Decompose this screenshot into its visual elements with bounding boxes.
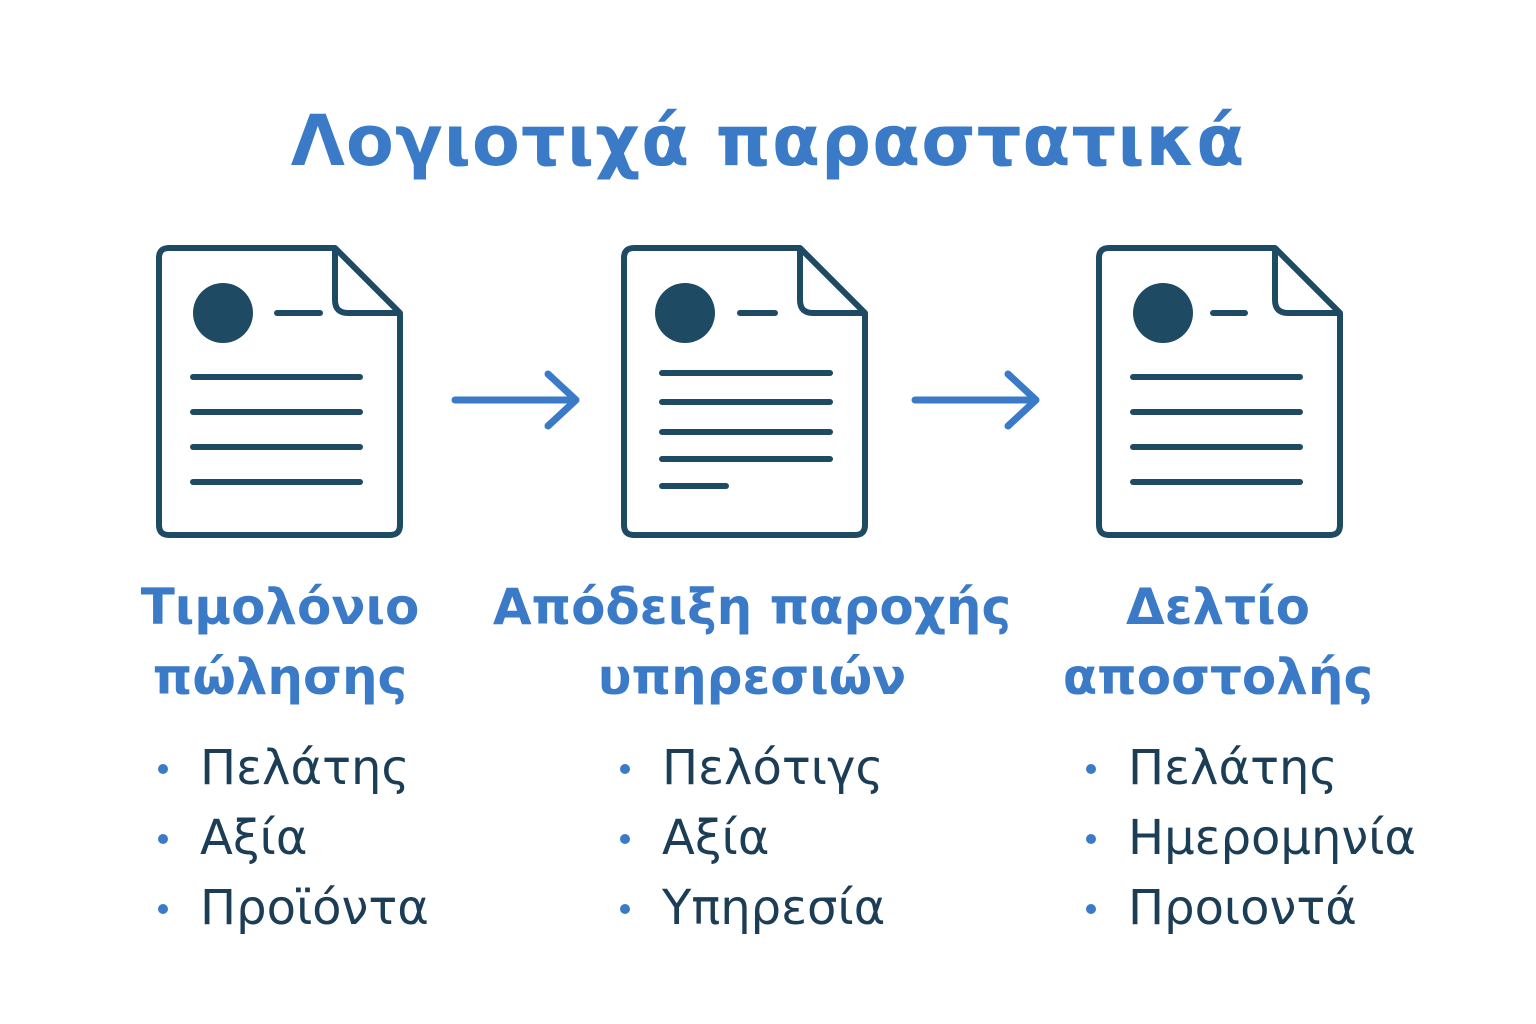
list-item: Προιοντά — [1086, 873, 1416, 943]
column-heading-receipt: Απόδειξη παροχής υπηρεσιών — [472, 572, 1032, 712]
list-item: Προϊόντα — [158, 873, 429, 943]
heading-line: πώλησης — [152, 648, 408, 706]
list-item-label: Αξία — [200, 810, 308, 866]
diagram-title: Λογιοτιχά παραστατικά — [290, 100, 1246, 182]
document-icon-delivery-note — [1096, 245, 1343, 538]
bullet-icon — [1086, 904, 1096, 914]
list-item: Αξία — [158, 803, 429, 873]
list-item-label: Προϊόντα — [200, 880, 429, 936]
heading-line: Δελτίο — [1126, 578, 1310, 636]
document-icon-receipt — [621, 245, 868, 538]
list-item: Ημερομηνία — [1086, 803, 1416, 873]
list-item-label: Ημερομηνία — [1128, 810, 1417, 866]
field-list-delivery-note: Πελάτης Ημερομηνία Προιοντά — [1086, 733, 1416, 943]
arrow-right-icon-2 — [911, 370, 1040, 430]
list-item: Πελότιγς — [620, 733, 885, 803]
bullet-icon — [620, 904, 630, 914]
list-item-label: Πελότιγς — [662, 740, 884, 796]
list-item: Πελάτης — [1086, 733, 1416, 803]
arrow-right-icon-1 — [451, 370, 580, 430]
list-item: Πελάτης — [158, 733, 429, 803]
heading-line: αποστολής — [1062, 648, 1374, 706]
bullet-icon — [620, 834, 630, 844]
bullet-icon — [1086, 764, 1096, 774]
list-item-label: Πελάτης — [1128, 740, 1338, 796]
field-list-receipt: Πελότιγς Αξία Υπηρεσία — [620, 733, 885, 943]
column-heading-delivery-note: Δελτίο αποστολής — [938, 572, 1498, 712]
bullet-icon — [158, 904, 168, 914]
list-item: Υπηρεσία — [620, 873, 885, 943]
list-item-label: Υπηρεσία — [662, 880, 886, 936]
field-list-invoice: Πελάτης Αξία Προϊόντα — [158, 733, 429, 943]
list-item-label: Αξία — [662, 810, 770, 866]
heading-line: Απόδειξη παροχής — [492, 578, 1012, 636]
column-heading-invoice: Τιμολόνιο πώλησης — [0, 572, 560, 712]
heading-line: υπηρεσιών — [597, 648, 907, 706]
list-item: Αξία — [620, 803, 885, 873]
bullet-icon — [158, 764, 168, 774]
bullet-icon — [1086, 834, 1096, 844]
list-item-label: Προιοντά — [1128, 880, 1357, 936]
bullet-icon — [158, 834, 168, 844]
heading-line: Τιμολόνιο — [140, 578, 420, 636]
list-item-label: Πελάτης — [200, 740, 410, 796]
document-icon-invoice — [156, 245, 403, 538]
bullet-icon — [620, 764, 630, 774]
